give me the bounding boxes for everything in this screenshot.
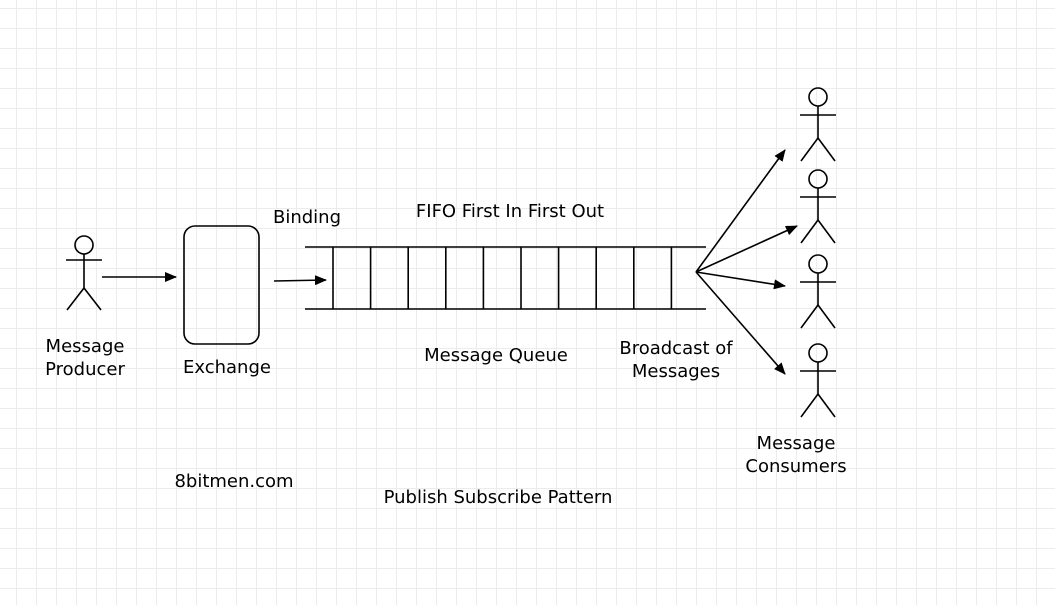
message-queue bbox=[305, 246, 706, 310]
broadcast-arrow-3 bbox=[695, 271, 786, 290]
exchange-box bbox=[183, 225, 260, 345]
broadcast-arrow-1 bbox=[695, 149, 786, 273]
exchange-label: Exchange bbox=[183, 357, 271, 378]
consumer-actors bbox=[800, 87, 836, 418]
site-label: 8bitmen.com bbox=[174, 471, 294, 492]
binding-arrow bbox=[273, 275, 327, 286]
producer-actor-icon bbox=[66, 235, 102, 311]
pattern-label: Publish Subscribe Pattern bbox=[383, 487, 613, 508]
consumer-actor-icon bbox=[800, 343, 836, 418]
broadcast-arrow-2 bbox=[695, 225, 798, 273]
consumer-actor-icon bbox=[800, 254, 836, 329]
broadcast-arrow-4 bbox=[695, 271, 786, 375]
queue-slots bbox=[332, 247, 673, 309]
consumers-label: Message Consumers bbox=[745, 433, 847, 477]
broadcast-arrows bbox=[695, 149, 798, 375]
binding-label: Binding bbox=[272, 207, 342, 228]
consumer-actor-icon bbox=[800, 169, 836, 244]
consumer-actor-icon bbox=[800, 87, 836, 162]
producer-label: Message Producer bbox=[45, 336, 125, 380]
broadcast-label: Broadcast of Messages bbox=[619, 338, 733, 382]
queue-label: Message Queue bbox=[424, 345, 568, 366]
fifo-label: FIFO First In First Out bbox=[415, 201, 605, 222]
